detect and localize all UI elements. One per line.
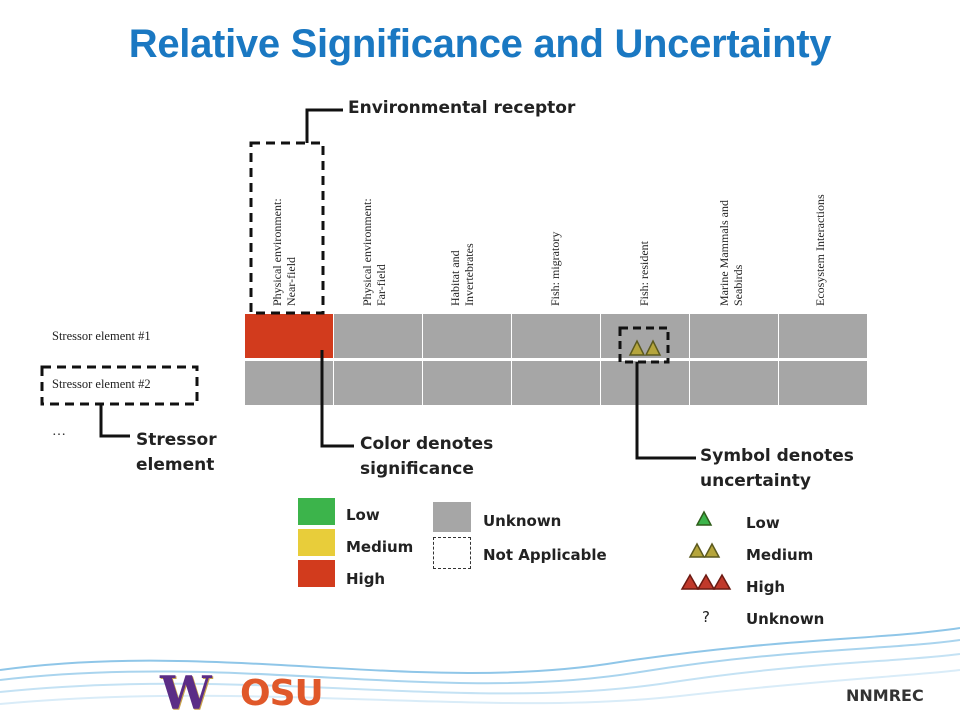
legend-swatch-high bbox=[298, 560, 335, 587]
legend-label-not-applicable: Not Applicable bbox=[483, 546, 607, 564]
legend-swatch-low bbox=[298, 498, 335, 525]
osu-logo: OSU bbox=[240, 673, 324, 714]
matrix-cell-r2-c6 bbox=[689, 360, 779, 406]
matrix-cell-r2-c7 bbox=[778, 360, 868, 406]
callout-stressor-line2: element bbox=[136, 455, 215, 475]
legend-swatch-not-applicable bbox=[433, 537, 471, 569]
callout-symbol-line2: uncertainty bbox=[700, 471, 811, 491]
matrix-cell-r1-c4 bbox=[511, 313, 601, 359]
callout-stressor-line1: Stressor bbox=[136, 430, 217, 450]
callout-symbol-line1: Symbol denotes bbox=[700, 446, 854, 466]
legend-label-medium: Medium bbox=[346, 538, 414, 556]
callout-environmental-receptor: Environmental receptor bbox=[348, 98, 576, 118]
medium-uncertainty-symbol bbox=[628, 339, 662, 356]
matrix-cell-r1-c5 bbox=[600, 313, 690, 359]
matrix-cell-r1-c7 bbox=[778, 313, 868, 359]
uncertainty-label-low: Low bbox=[746, 514, 780, 532]
uw-logo: W bbox=[160, 666, 212, 720]
legend-label-low: Low bbox=[346, 506, 380, 524]
uncertainty-legend-symbols bbox=[680, 510, 732, 590]
low-uncertainty-triangle-icon bbox=[695, 510, 713, 526]
legend-label-high: High bbox=[346, 570, 386, 588]
matrix-cell-r2-c4 bbox=[511, 360, 601, 406]
matrix-cell-r2-c3 bbox=[422, 360, 512, 406]
matrix-cell-r1-c6 bbox=[689, 313, 779, 359]
row-label-stressor-2: Stressor element #2 bbox=[52, 377, 151, 391]
uncertainty-label-high: High bbox=[746, 578, 786, 596]
legend-label-unknown: Unknown bbox=[483, 512, 562, 530]
page-title: Relative Significance and Uncertainty bbox=[128, 22, 832, 66]
row-label-stressor-1: Stressor element #1 bbox=[52, 329, 151, 343]
footer-wave-decoration bbox=[0, 627, 960, 705]
legend-swatch-unknown bbox=[433, 502, 471, 532]
callout-color-line2: significance bbox=[360, 459, 474, 479]
matrix-cell-r1-c1 bbox=[244, 313, 334, 359]
legend-swatch-medium bbox=[298, 529, 335, 556]
org-label: NNMREC bbox=[846, 686, 924, 705]
callout-stressor-element: Stressor element bbox=[136, 428, 217, 478]
uncertainty-label-medium: Medium bbox=[746, 546, 814, 564]
callout-symbol-uncertainty: Symbol denotes uncertainty bbox=[700, 444, 854, 494]
row-ellipsis: … bbox=[52, 424, 66, 439]
callout-color-significance: Color denotes significance bbox=[360, 432, 493, 482]
matrix-cell-r1-c2 bbox=[333, 313, 423, 359]
legend-unknown-symbol: ? bbox=[702, 608, 710, 626]
callout-color-line1: Color denotes bbox=[360, 434, 494, 454]
uncertainty-label-unknown: Unknown bbox=[746, 610, 825, 628]
matrix-cell-r2-c2 bbox=[333, 360, 423, 406]
